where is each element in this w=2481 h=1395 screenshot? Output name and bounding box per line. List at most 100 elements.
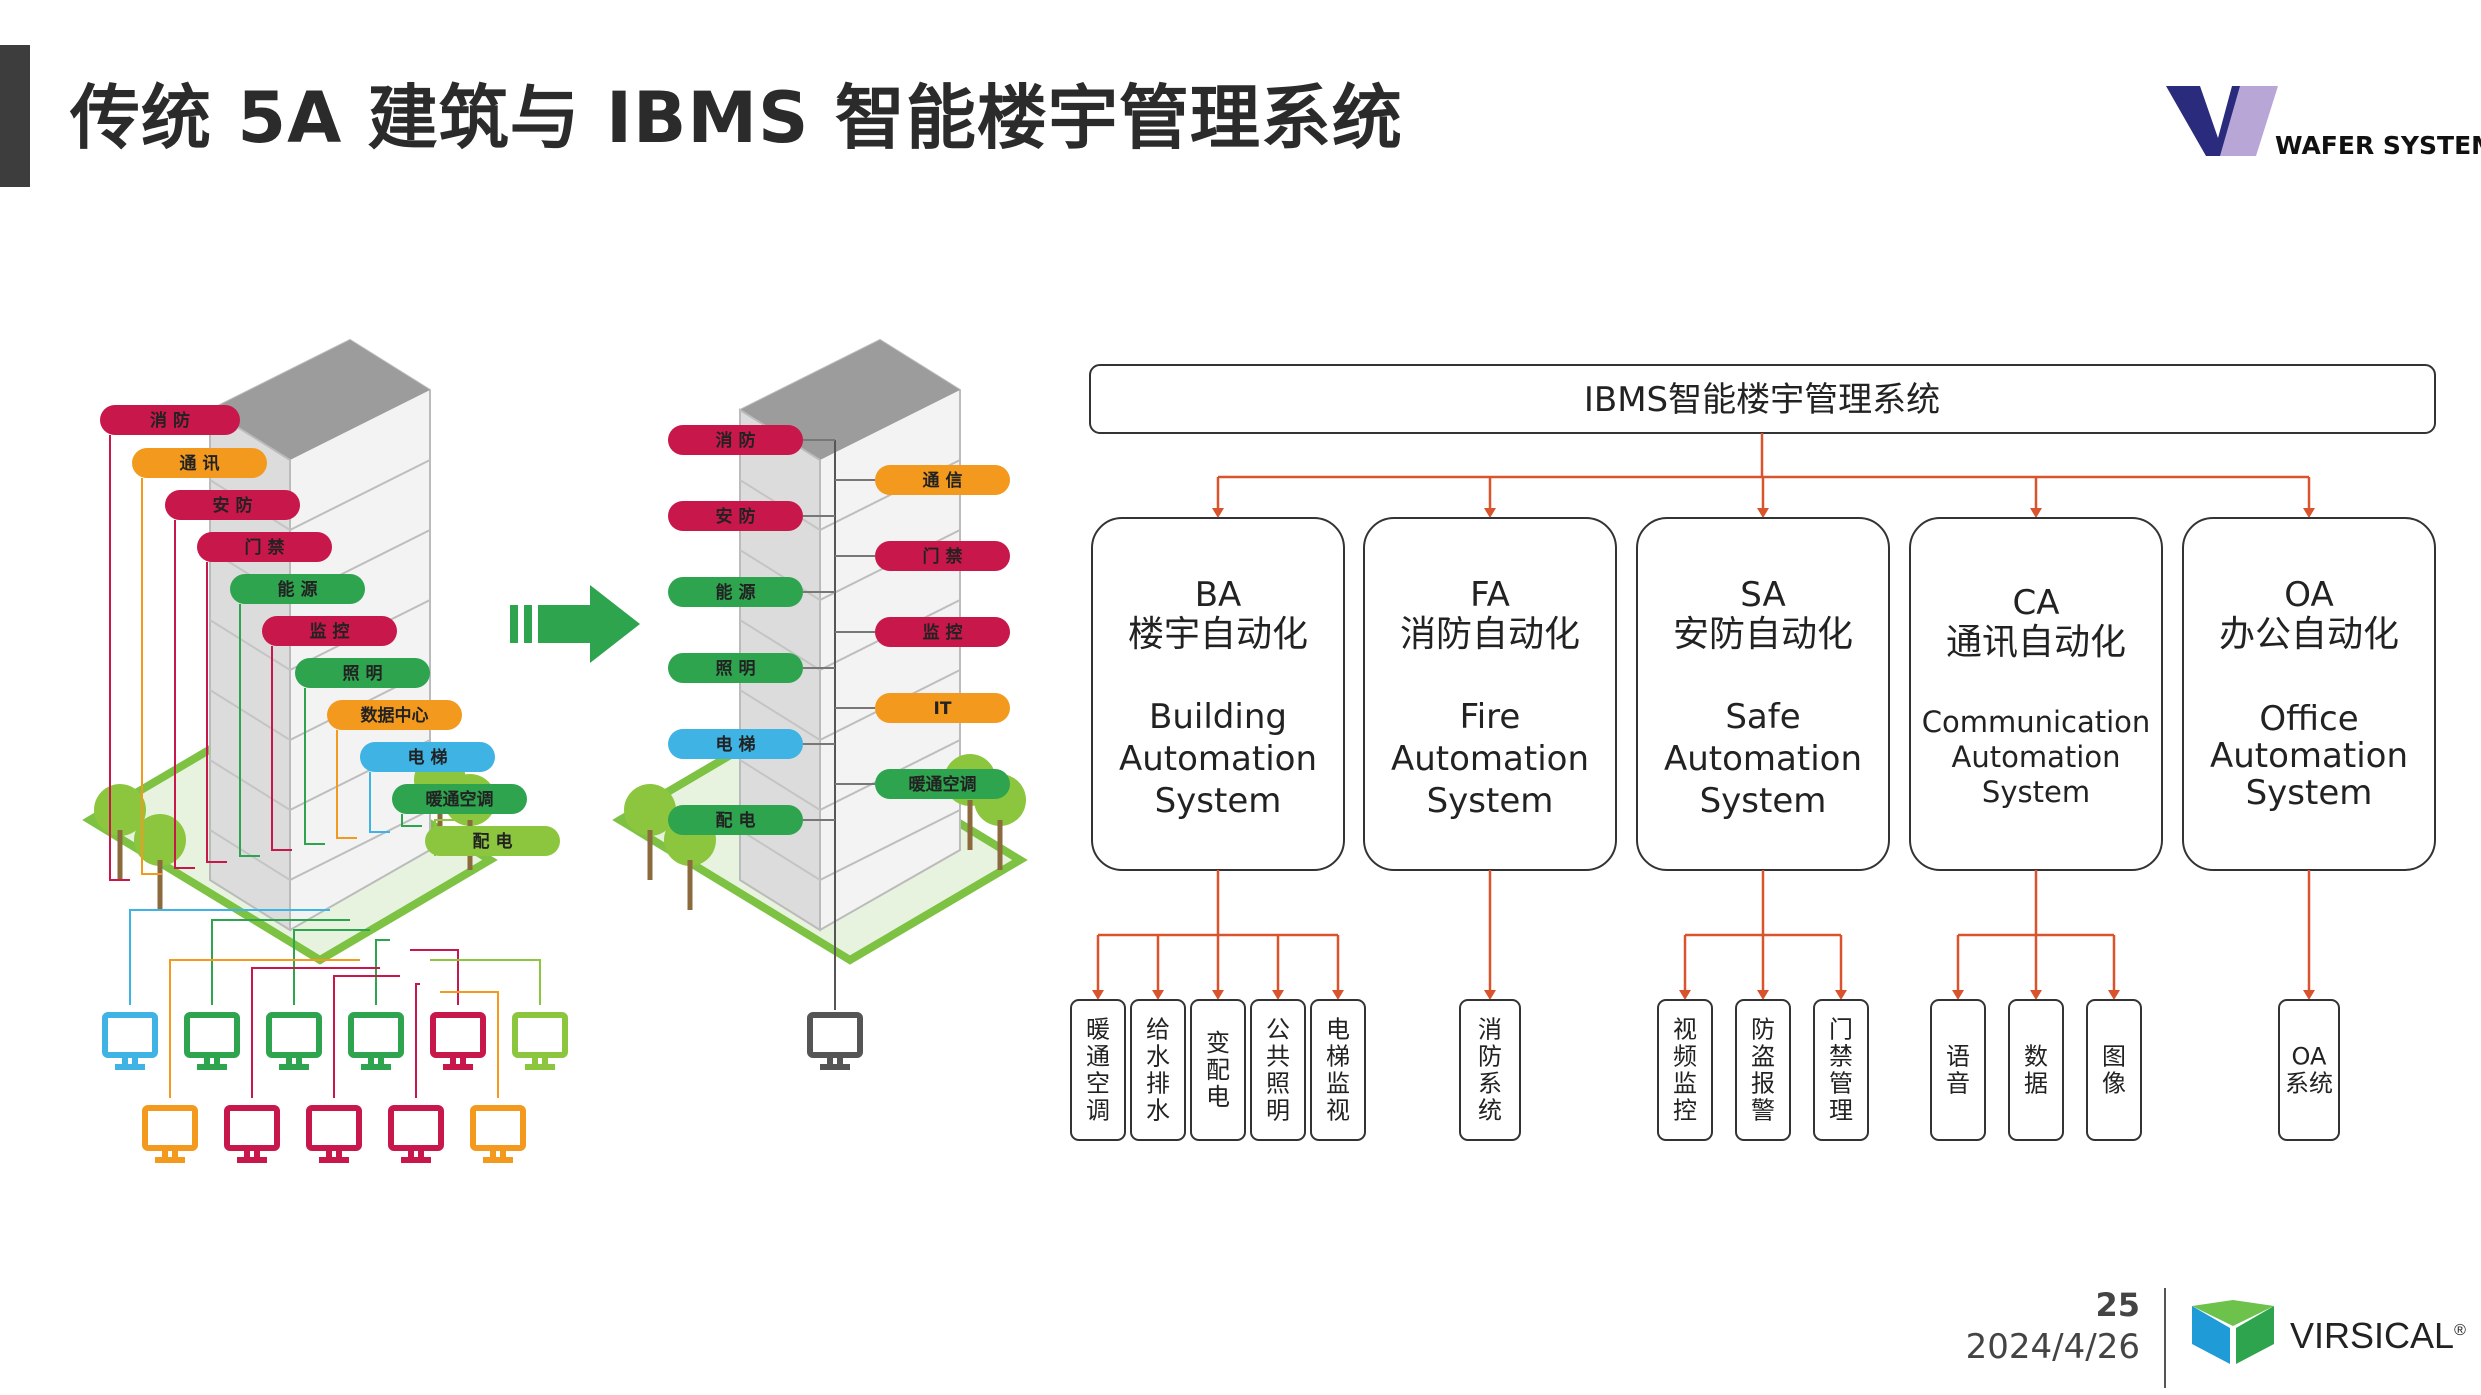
child-label: 视频监控 — [1673, 1016, 1697, 1125]
label-text: 门 禁 — [923, 546, 963, 567]
monitor-screen — [430, 1012, 486, 1058]
terminal-wire — [129, 909, 330, 1005]
registered-mark: ® — [2454, 1322, 2466, 1339]
wire — [336, 730, 357, 839]
monitor-screen — [807, 1012, 863, 1058]
label-pill — [425, 826, 560, 856]
label-pill — [100, 405, 240, 435]
ibms-hierarchy: IBMS智能楼宇管理系统BA楼宇自动化BuildingAutomationSys… — [1070, 364, 2436, 1141]
label-7: 数据中心 — [327, 700, 462, 730]
floor-line — [739, 759, 821, 811]
child-label-char: 控 — [1673, 1097, 1697, 1125]
label-pill — [165, 490, 300, 520]
virsical-brand-text: VIRSICAL — [2290, 1315, 2455, 1356]
child-label-char: 报 — [1751, 1070, 1775, 1098]
monitor-stand — [483, 1148, 513, 1163]
label-text: 配 电 — [716, 810, 756, 831]
label-pill — [875, 769, 1010, 799]
child-label-char: 防 — [1478, 1043, 1502, 1071]
subsystem-en-line: System — [1982, 775, 2090, 809]
child-label-char: 像 — [2102, 1070, 2126, 1098]
subsystem-code: BA — [1195, 575, 1242, 615]
footer-divider — [2164, 1288, 2166, 1388]
child-label-char: 电 — [1206, 1083, 1230, 1111]
monitor-icon — [142, 1105, 198, 1163]
monitor-icon — [807, 1012, 863, 1070]
child-label-char: 消 — [1478, 1016, 1502, 1044]
terminal-group — [102, 909, 568, 1163]
label-6: 照 明 — [295, 658, 430, 688]
label-right-4: 暖通空调 — [875, 769, 1010, 799]
child-label-char: 统 — [1478, 1097, 1502, 1125]
label-8: 电 梯 — [360, 742, 495, 772]
subsystem-ca: CA通讯自动化CommunicationAutomationSystem语音数据… — [1909, 477, 2163, 1141]
tower-roof — [210, 340, 430, 460]
label-pill — [360, 742, 495, 772]
label-text: 消 防 — [716, 430, 756, 451]
arrowhead — [2030, 990, 2042, 1000]
label-right-3: IT — [875, 693, 1010, 723]
child-box — [1070, 999, 1126, 1141]
floor-line — [289, 809, 431, 881]
subsystem-en-line: Office — [2259, 699, 2358, 739]
label-text: 能 源 — [278, 579, 318, 600]
arrowhead — [1679, 990, 1691, 1000]
terminal-wire — [251, 967, 380, 1098]
subsystem-name: 消防自动化 — [1400, 614, 1580, 655]
child-box — [1459, 999, 1521, 1141]
monitor-icon — [306, 1105, 362, 1163]
tree-icon — [94, 784, 146, 836]
terminal-wire — [375, 939, 390, 1005]
virsical-logo-icon — [2192, 1300, 2274, 1364]
subsystem-name: 楼宇自动化 — [1128, 614, 1308, 655]
child-label-char: OA — [2292, 1043, 2327, 1071]
label-pill — [262, 616, 397, 646]
subsystem-name: 通讯自动化 — [1946, 622, 2126, 663]
label-text: 配 电 — [473, 831, 513, 852]
child-box — [1130, 999, 1186, 1141]
child-node: 给水排水 — [1130, 999, 1186, 1141]
subsystem-name: 办公自动化 — [2219, 614, 2399, 655]
child-label: 数据 — [2024, 1043, 2048, 1098]
monitor-icon — [102, 1012, 158, 1070]
wire — [304, 688, 325, 845]
floor-line — [739, 829, 821, 881]
monitor-icon — [348, 1012, 404, 1070]
child-label-char: 语 — [1946, 1043, 1970, 1071]
label-text: 安 防 — [213, 495, 253, 516]
floor-line — [819, 809, 961, 881]
wire — [369, 772, 390, 833]
monitor-stand — [237, 1148, 267, 1163]
monitor-stand — [820, 1055, 850, 1070]
label-pill — [668, 577, 803, 607]
monitor-screen — [388, 1105, 444, 1151]
tree-icon — [134, 814, 186, 866]
label-text: 安 防 — [716, 506, 756, 527]
child-label-char: 电 — [1326, 1016, 1350, 1044]
floor-line — [739, 619, 821, 671]
label-pill — [132, 448, 267, 478]
child-label-char: 盗 — [1751, 1043, 1775, 1071]
monitor-stand — [401, 1148, 431, 1163]
child-label: 暖通空调 — [1086, 1016, 1110, 1125]
child-label-char: 配 — [1206, 1056, 1230, 1084]
child-label-char: 门 — [1829, 1016, 1853, 1044]
label-pill — [327, 700, 462, 730]
footer-date: 2024/4/26 — [1965, 1327, 2140, 1367]
arrowhead — [2108, 990, 2120, 1000]
wire — [239, 604, 260, 857]
child-label-char: 音 — [1946, 1070, 1970, 1098]
label-left-3: 照 明 — [668, 653, 803, 683]
subsystem-en-line: System — [1427, 781, 1554, 821]
label-text: 照 明 — [343, 664, 383, 684]
label-text: 监 控 — [310, 621, 350, 642]
arrowhead — [1952, 990, 1964, 1000]
label-text: 暖通空调 — [909, 774, 977, 795]
arrowhead — [2303, 508, 2315, 518]
label-text: IT — [934, 699, 952, 719]
label-pill — [668, 805, 803, 835]
